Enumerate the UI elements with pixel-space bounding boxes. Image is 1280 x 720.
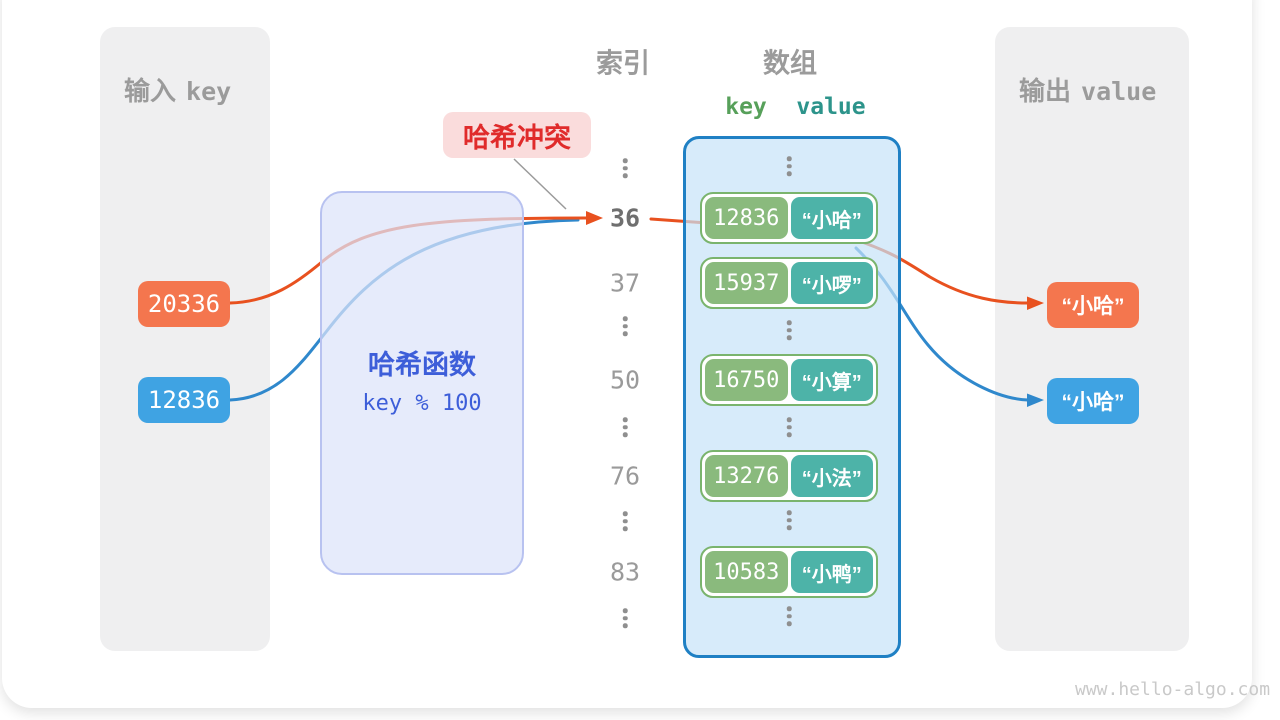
hash-function-formula: key % 100 bbox=[362, 391, 482, 416]
pair-value: “小哈” bbox=[790, 197, 873, 239]
bucket-pair: 12836 “小哈” bbox=[700, 192, 878, 244]
pair-value: “小鸭” bbox=[790, 551, 873, 593]
ellipsis-icon bbox=[622, 608, 628, 628]
input-panel-title: 输入 key bbox=[124, 71, 231, 108]
index-83: 83 bbox=[609, 557, 641, 587]
index-37: 37 bbox=[609, 268, 641, 298]
ellipsis-icon bbox=[622, 158, 628, 178]
watermark: www.hello-algo.com bbox=[1075, 679, 1271, 700]
pair-key: 12836 bbox=[705, 197, 788, 239]
index-50: 50 bbox=[609, 365, 641, 395]
ellipsis-icon bbox=[622, 417, 628, 437]
bucket-pair: 13276 “小法” bbox=[700, 450, 878, 502]
bucket-pair: 16750 “小算” bbox=[700, 354, 878, 406]
input-panel: 输入 key bbox=[100, 27, 270, 651]
pair-key: 16750 bbox=[705, 359, 788, 401]
index-36: 36 bbox=[609, 203, 641, 233]
index-76: 76 bbox=[609, 461, 641, 491]
pair-value: “小啰” bbox=[790, 262, 873, 304]
output-value-orange: “小哈” bbox=[1047, 282, 1139, 328]
ellipsis-icon bbox=[786, 320, 792, 340]
output-value-blue: “小哈” bbox=[1047, 378, 1139, 424]
ellipsis-icon bbox=[786, 156, 792, 176]
hash-function-box: 哈希函数 key % 100 bbox=[320, 191, 524, 575]
pair-value: “小算” bbox=[790, 359, 873, 401]
pair-key: 13276 bbox=[705, 455, 788, 497]
index-column-header: 索引 bbox=[596, 48, 650, 79]
bucket-pair: 10583 “小鸭” bbox=[700, 546, 878, 598]
output-panel-title: 输出 value bbox=[1019, 71, 1156, 108]
hash-collision-label: 哈希冲突 bbox=[443, 112, 591, 158]
pair-key: 10583 bbox=[705, 551, 788, 593]
ellipsis-icon bbox=[622, 511, 628, 531]
ellipsis-icon bbox=[786, 510, 792, 530]
ellipsis-icon bbox=[786, 417, 792, 437]
hash-function-title: 哈希函数 bbox=[368, 350, 476, 380]
input-title-en: key bbox=[186, 77, 232, 106]
ellipsis-icon bbox=[622, 316, 628, 336]
output-title-en: value bbox=[1081, 77, 1157, 106]
pair-value: “小法” bbox=[790, 455, 873, 497]
input-key-12836: 12836 bbox=[138, 377, 230, 423]
output-panel: 输出 value bbox=[995, 27, 1189, 651]
output-title-cn: 输出 bbox=[1019, 76, 1072, 106]
value-subheader: value bbox=[796, 94, 866, 120]
input-key-20336: 20336 bbox=[138, 281, 230, 327]
input-title-cn: 输入 bbox=[124, 76, 177, 106]
array-column-header: 数组 bbox=[763, 48, 817, 79]
key-subheader: key bbox=[725, 94, 767, 120]
ellipsis-icon bbox=[786, 606, 792, 626]
bucket-pair: 15937 “小啰” bbox=[700, 257, 878, 309]
pair-key: 15937 bbox=[705, 262, 788, 304]
